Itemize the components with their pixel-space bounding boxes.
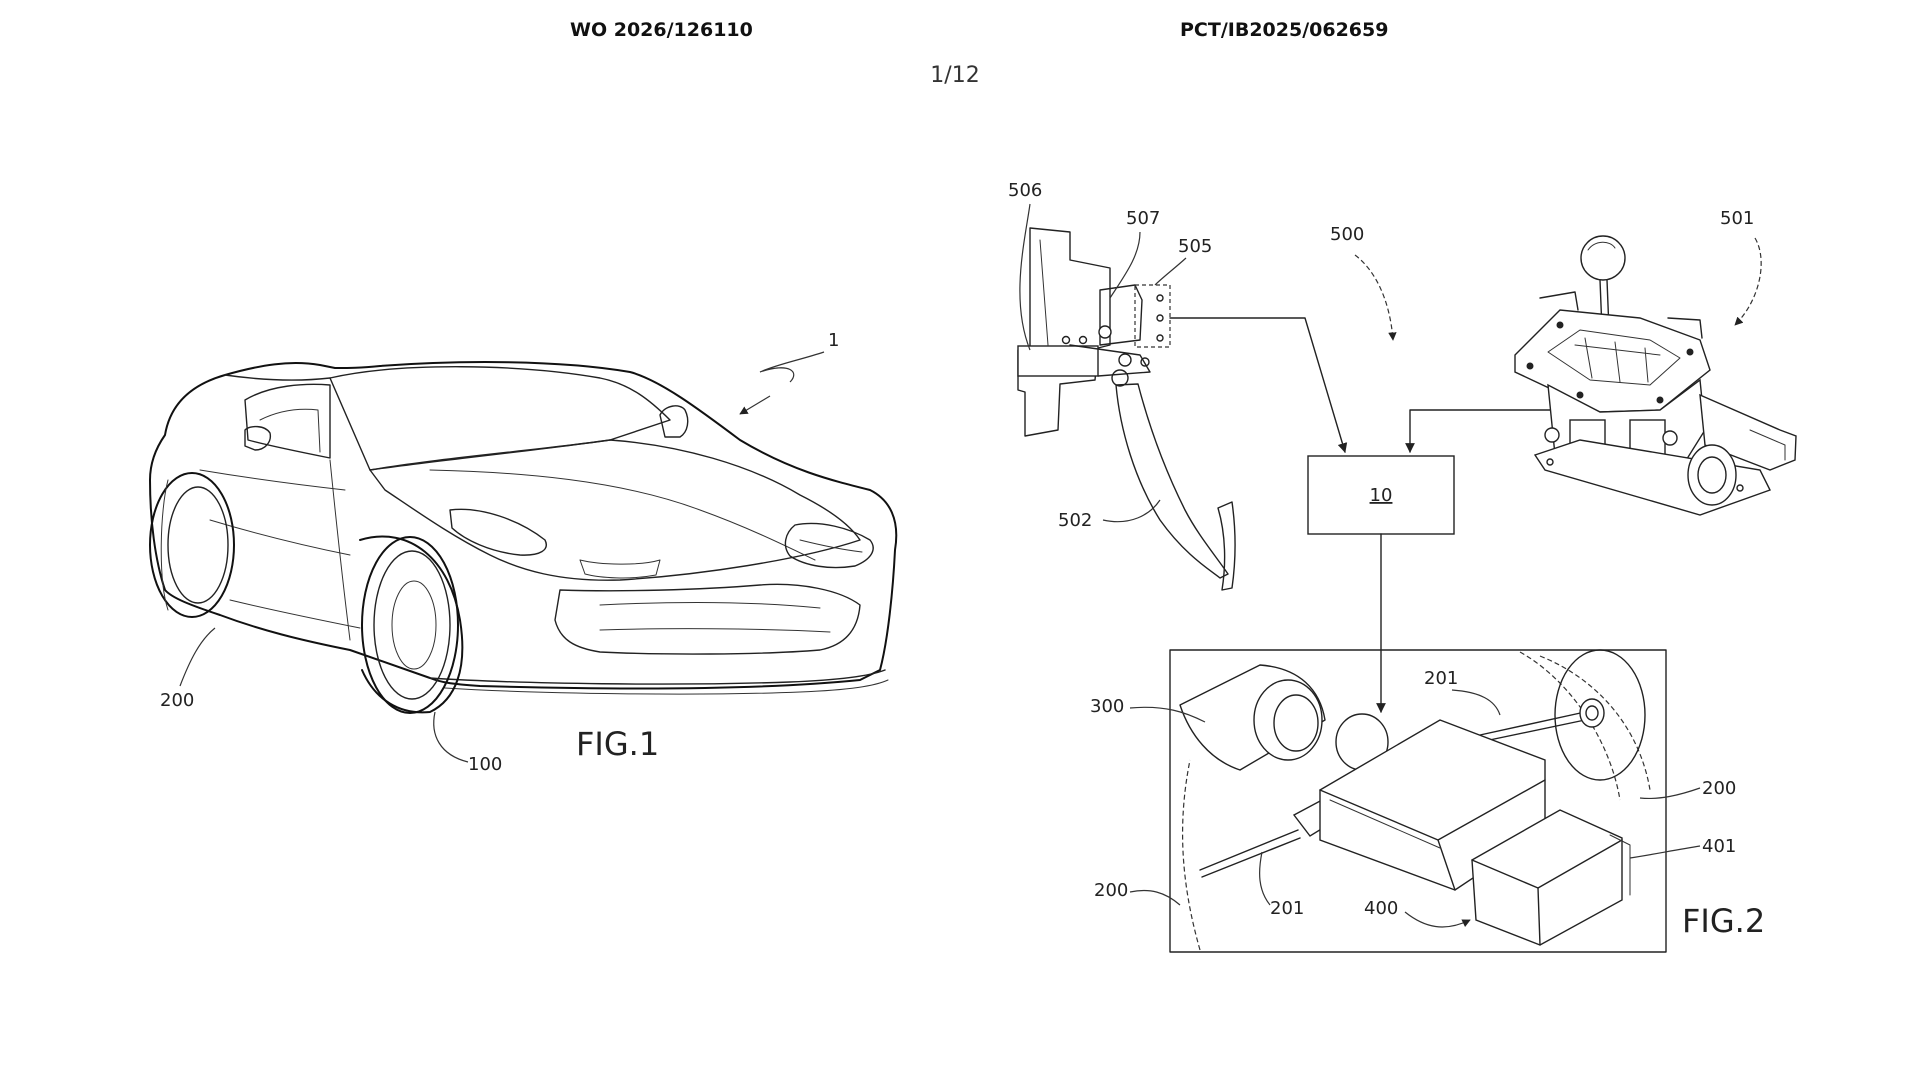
shifter-roller [1687,444,1737,506]
pedal-assembly: 506 507 505 502 [1008,180,1236,591]
fig2-ref-axle-housing: 300 [1090,696,1124,717]
fig1-ref-wheel: 200 [160,690,194,711]
car-front-wheel [359,535,464,714]
control-unit: 10 [1307,455,1455,535]
pedal-actuator-block [1017,345,1099,377]
fig1-car-drawing: 1 200 100 FIG.1 [149,330,898,775]
pedal-pivot-mid [1118,353,1132,367]
sheet-header: WO 2026/126110 PCT/IB2025/062659 1/12 [570,19,1388,88]
car-hood-crease [429,469,816,561]
car-windshield [329,366,671,471]
pedal-pivot-bottom [1111,369,1129,387]
fig2-ref-pedal-pivot: 507 [1126,208,1160,229]
car-body-outline [149,361,898,690]
car-headlight-right [784,522,874,569]
car-window-frame [259,408,321,453]
motor-axle-assembly: 300 201 200 401 200 201 400 [1090,649,1736,953]
car-mirror-right [659,405,689,438]
application-number: PCT/IB2025/062659 [1180,19,1388,41]
axle-housing [1179,664,1326,771]
fig2-ref-motor-connector: 401 [1702,836,1736,857]
fig1-caption: FIG.1 [576,725,659,763]
fig2-system-diagram: 506 507 505 502 500 10 [1008,180,1797,953]
pedal-sensor-outline [1134,284,1171,348]
motor-detail-frame [1169,649,1667,953]
car-headlight-left [449,508,547,556]
fig2-ref-system: 500 [1330,224,1364,245]
halfshaft-left [1199,829,1299,871]
fig2-ref-halfshaft-top: 201 [1424,668,1458,689]
pedal-arm [1115,383,1229,579]
car-front-grille [554,583,861,655]
pedal-bracket [1017,227,1111,437]
car-hood-vent [579,559,661,579]
axle-flange [1253,679,1323,761]
shifter-gate-plate [1514,309,1711,413]
gear-shifter: 501 [1514,208,1797,516]
fig2-ref-wheel-left: 200 [1094,880,1128,901]
publication-number: WO 2026/126110 [570,19,753,41]
pedal-pad [1217,501,1236,591]
car-hood [369,439,861,581]
fig2-caption: FIG.2 [1682,902,1765,940]
motor-connector [1471,809,1623,946]
control-unit-label: 10 [1370,485,1393,506]
car-mirror-left [244,425,272,451]
fig2-ref-pedal-bracket: 506 [1008,180,1042,201]
car-side-window [244,383,331,459]
shifter-signal-line [1405,409,1551,453]
right-wheel-hub [1554,649,1646,781]
pedal-signal-line [1169,317,1348,453]
fig2-ref-halfshaft-bottom: 201 [1270,898,1304,919]
fig2-ref-wheel-right: 200 [1702,778,1736,799]
fig2-ref-pedal-sensor: 505 [1178,236,1212,257]
car-rear-wheel [149,472,235,618]
fig2-ref-pedal-arm: 502 [1058,510,1092,531]
fig2-ref-motor-unit: 400 [1364,898,1398,919]
fig2-ref-shifter: 501 [1720,208,1754,229]
car-door-line [329,459,351,641]
pedal-pivot-top [1098,325,1112,339]
sheet-number: 1/12 [930,63,979,88]
car-front-splitter [429,669,886,685]
car-roof-line [224,374,331,381]
halfshaft-right [1479,711,1586,736]
fig1-ref-body: 100 [468,754,502,775]
fig1-ref-vehicle: 1 [828,330,839,351]
